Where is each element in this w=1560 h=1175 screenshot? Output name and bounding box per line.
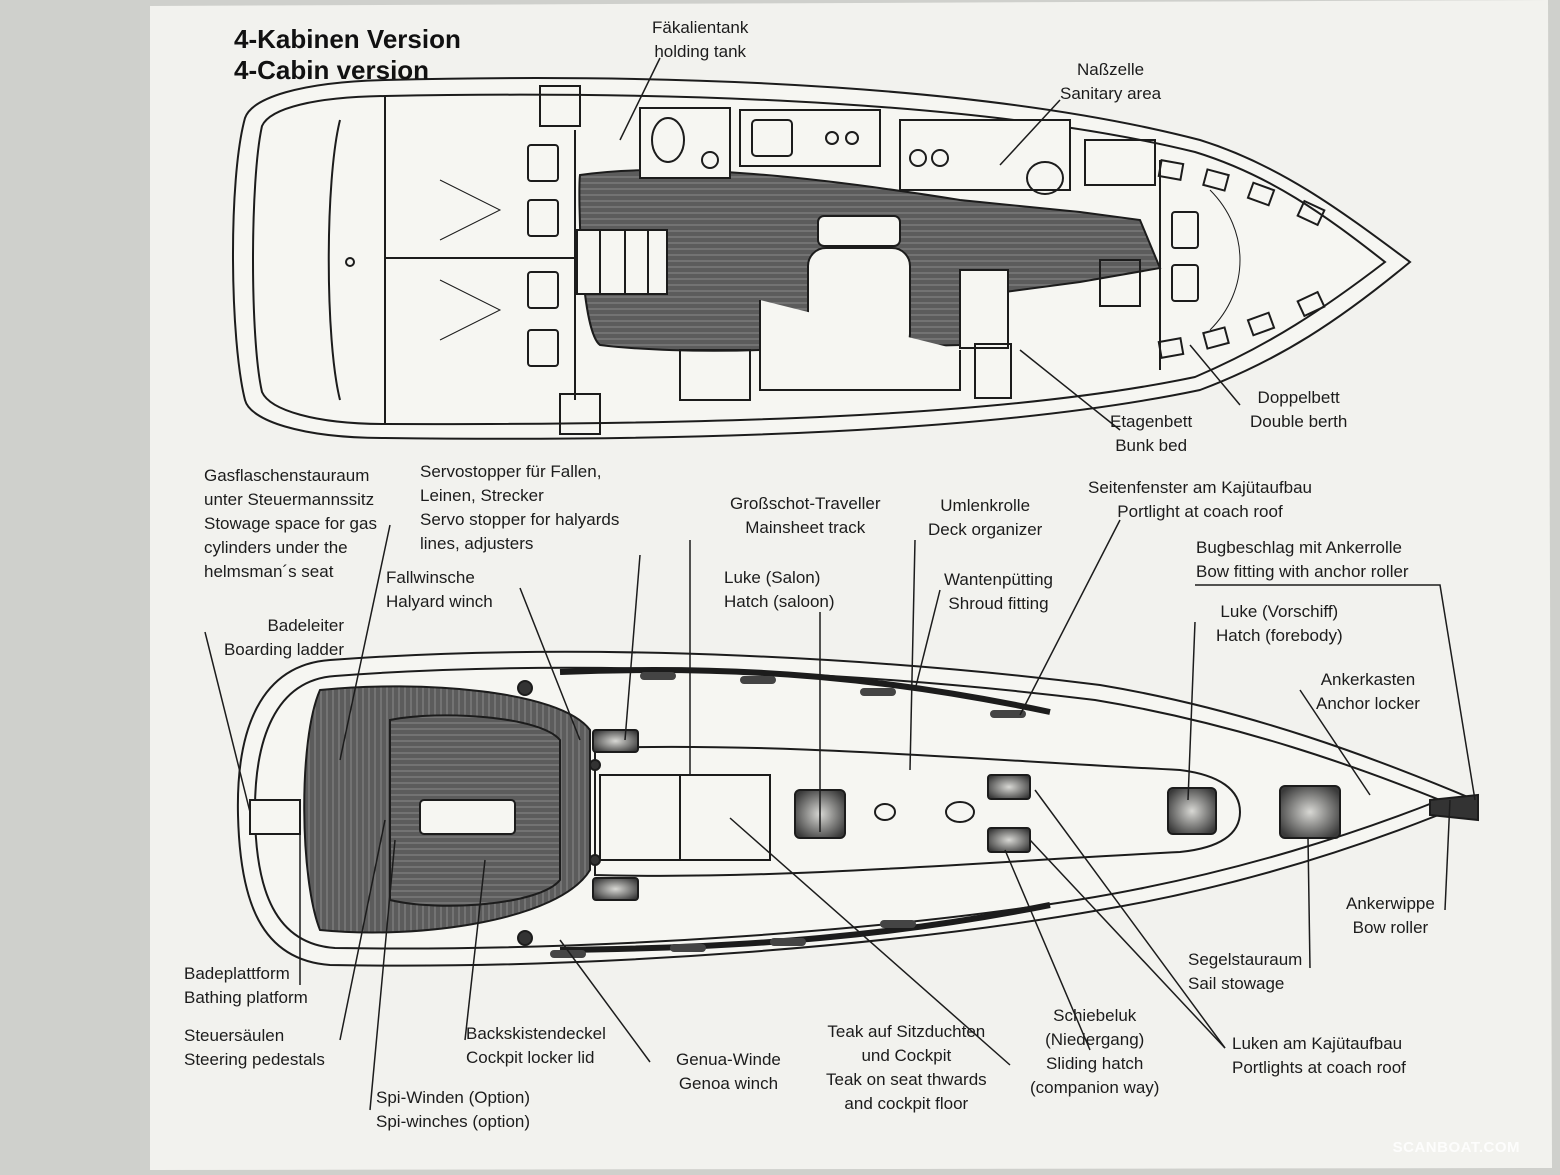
label-cockpit-locker-en: Cockpit locker lid — [466, 1048, 595, 1067]
label-deck-organizer-de: Umlenkrolle — [940, 496, 1031, 515]
label-portlights-en: Portlights at coach roof — [1232, 1058, 1406, 1077]
label-spi-en: Spi-winches (option) — [376, 1112, 531, 1131]
label-shroud-de: Wantenpütting — [944, 570, 1053, 589]
label-ladder-de: Badeleiter — [267, 616, 344, 635]
label-bunk-bed-de: Etagenbett — [1110, 412, 1193, 431]
label-sanitary-en: Sanitary area — [1060, 84, 1162, 103]
label-genoa-de: Genua-Winde — [676, 1050, 781, 1069]
label-bunk-bed: Etagenbett Bunk bed — [1110, 410, 1192, 458]
label-sail-stowage: Segelstauraum Sail stowage — [1188, 948, 1302, 996]
label-anchor-locker-de: Ankerkasten — [1320, 670, 1416, 689]
label-anchor-locker-en: Anchor locker — [1316, 694, 1420, 713]
label-genoa-winch: Genua-Winde Genoa winch — [676, 1048, 781, 1096]
label-sanitary-de: Naßzelle — [1077, 60, 1145, 79]
label-hatch-forebody-en: Hatch (forebody) — [1216, 626, 1343, 645]
label-double-berth-de: Doppelbett — [1257, 388, 1340, 407]
label-sliding-hatch: Schiebeluk (Niedergang) Sliding hatch (c… — [1030, 1004, 1159, 1100]
label-sliding-de1: Schiebeluk — [1053, 1006, 1137, 1025]
label-bathing-de: Badeplattform — [184, 964, 290, 983]
label-gas-stowage: Gasflaschenstauraum unter Steuermannssit… — [204, 464, 377, 584]
label-double-berth: Doppelbett Double berth — [1250, 386, 1347, 434]
label-halyard-winch: Fallwinsche Halyard winch — [386, 566, 493, 614]
label-bow-fitting-en: Bow fitting with anchor roller — [1196, 562, 1409, 581]
label-deck-organizer: Umlenkrolle Deck organizer — [928, 494, 1042, 542]
interior-plan — [231, 57, 1412, 440]
label-steering-de: Steuersäulen — [184, 1026, 285, 1045]
label-shroud-en: Shroud fitting — [948, 594, 1049, 613]
label-hatch-saloon-en: Hatch (saloon) — [724, 592, 835, 611]
label-spi-winches: Spi-Winden (Option) Spi-winches (option) — [376, 1086, 530, 1134]
label-teak-en2: and cockpit floor — [844, 1094, 969, 1113]
label-cockpit-locker-lid: Backskistendeckel Cockpit locker lid — [466, 1022, 606, 1070]
label-sliding-en1: Sliding hatch — [1046, 1054, 1144, 1073]
label-sail-en: Sail stowage — [1188, 974, 1285, 993]
label-cockpit-locker-de: Backskistendeckel — [466, 1024, 606, 1043]
label-servo-stopper: Servostopper für Fallen, Leinen, Strecke… — [420, 460, 619, 556]
label-portlights-coach-roof: Luken am Kajütaufbau Portlights at coach… — [1232, 1032, 1406, 1080]
label-holding-tank-de: Fäkalientank — [652, 18, 749, 37]
diagram-title: 4-Kabinen Version 4-Cabin version — [234, 24, 461, 86]
label-hatch-forebody-de: Luke (Vorschiff) — [1220, 602, 1339, 621]
label-teak-de2: und Cockpit — [861, 1046, 952, 1065]
title-english: 4-Cabin version — [234, 55, 430, 85]
label-bow-fitting: Bugbeschlag mit Ankerrolle Bow fitting w… — [1196, 536, 1409, 584]
label-shroud-fitting: Wantenpütting Shroud fitting — [944, 568, 1053, 616]
label-teak-en1: Teak on seat thwards — [826, 1070, 987, 1089]
label-holding-tank: Fäkalientank holding tank — [652, 16, 748, 64]
label-boarding-ladder: Badeleiter Boarding ladder — [210, 614, 344, 662]
label-teak-de1: Teak auf Sitzduchten — [827, 1022, 986, 1041]
label-servo-de2: Leinen, Strecker — [420, 486, 544, 505]
label-bow-roller-en: Bow roller — [1352, 918, 1429, 937]
label-bow-fitting-de: Bugbeschlag mit Ankerrolle — [1196, 538, 1403, 557]
label-double-berth-en: Double berth — [1250, 412, 1348, 431]
label-steering-pedestals: Steuersäulen Steering pedestals — [184, 1024, 325, 1072]
label-halyard-en: Halyard winch — [386, 592, 493, 611]
label-portlight-coach-roof: Seitenfenster am Kajütaufbau Portlight a… — [1088, 476, 1312, 524]
label-sanitary-area: Naßzelle Sanitary area — [1060, 58, 1161, 106]
label-bunk-bed-en: Bunk bed — [1115, 436, 1188, 455]
label-sliding-en2: (companion way) — [1030, 1078, 1160, 1097]
label-gas-en3: helmsman´s seat — [204, 562, 334, 581]
label-sliding-de2: (Niedergang) — [1045, 1030, 1145, 1049]
label-bathing-platform: Badeplattform Bathing platform — [184, 962, 308, 1010]
deck-plan — [204, 519, 1479, 1111]
label-gas-en1: Stowage space for gas — [204, 514, 377, 533]
label-hatch-saloon-de: Luke (Salon) — [724, 568, 821, 587]
label-teak: Teak auf Sitzduchten und Cockpit Teak on… — [826, 1020, 987, 1116]
label-spi-de: Spi-Winden (Option) — [376, 1088, 531, 1107]
title-german: 4-Kabinen Version — [234, 24, 461, 54]
label-gas-de2: unter Steuermannssitz — [204, 490, 375, 509]
label-bathing-en: Bathing platform — [184, 988, 308, 1007]
label-anchor-locker: Ankerkasten Anchor locker — [1316, 668, 1420, 716]
label-gas-de1: Gasflaschenstauraum — [204, 466, 370, 485]
label-servo-de1: Servostopper für Fallen, — [420, 462, 602, 481]
label-servo-en1: Servo stopper for halyards — [420, 510, 620, 529]
label-bow-roller-de: Ankerwippe — [1346, 894, 1435, 913]
label-deck-organizer-en: Deck organizer — [928, 520, 1043, 539]
label-portlight-en: Portlight at coach roof — [1117, 502, 1283, 521]
watermark-logo: SCANBOAT.COM — [1392, 1139, 1520, 1156]
label-ladder-en: Boarding ladder — [223, 640, 344, 659]
label-mainsheet-en: Mainsheet track — [745, 518, 866, 537]
label-portlights-de: Luken am Kajütaufbau — [1232, 1034, 1403, 1053]
label-portlight-de: Seitenfenster am Kajütaufbau — [1088, 478, 1312, 497]
label-holding-tank-en: holding tank — [654, 42, 747, 61]
label-bow-roller: Ankerwippe Bow roller — [1346, 892, 1435, 940]
hatch-forebody-shape — [1167, 787, 1217, 835]
label-hatch-saloon: Luke (Salon) Hatch (saloon) — [724, 566, 835, 614]
anchor-locker-shape — [1279, 785, 1341, 839]
label-gas-en2: cylinders under the — [204, 538, 348, 557]
label-sail-de: Segelstauraum — [1188, 950, 1303, 969]
label-servo-en2: lines, adjusters — [420, 534, 534, 553]
label-hatch-forebody: Luke (Vorschiff) Hatch (forebody) — [1216, 600, 1343, 648]
label-steering-en: Steering pedestals — [184, 1050, 325, 1069]
label-mainsheet-de: Großschot-Traveller — [730, 494, 881, 513]
label-mainsheet-track: Großschot-Traveller Mainsheet track — [730, 492, 881, 540]
label-halyard-de: Fallwinsche — [386, 568, 475, 587]
label-genoa-en: Genoa winch — [678, 1074, 779, 1093]
